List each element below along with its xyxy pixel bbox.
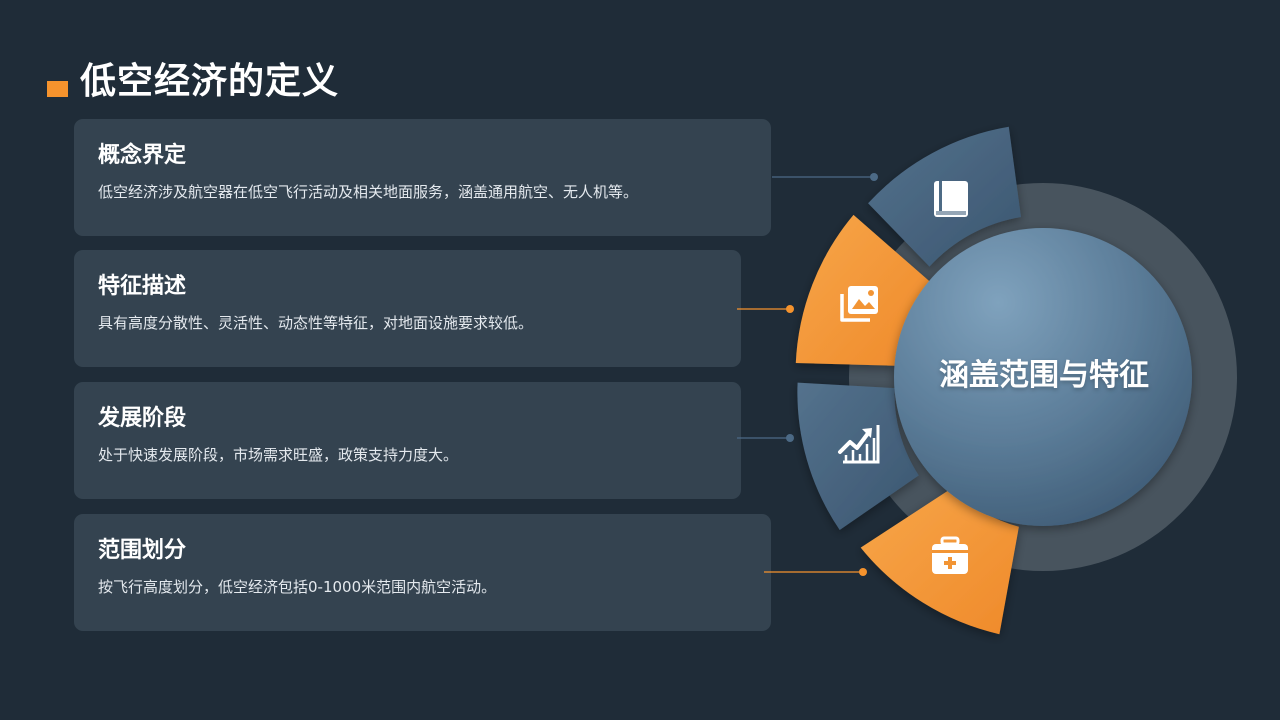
segment-upper-left: [795, 214, 930, 366]
book-icon: [934, 181, 968, 217]
page-title: 低空经济的定义: [80, 61, 340, 102]
growth-chart-icon: [838, 425, 880, 464]
connector-dot: [786, 305, 794, 313]
title-marker: [47, 81, 68, 97]
card-description: 按飞行高度划分，低空经济包括0-1000米范围内航空活动。: [98, 578, 497, 596]
card-title: 发展阶段: [98, 406, 187, 431]
connector-dot: [870, 173, 878, 181]
segment-top: [868, 126, 1021, 267]
card-title: 特征描述: [98, 274, 187, 299]
card-description: 处于快速发展阶段，市场需求旺盛，政策支持力度大。: [98, 446, 459, 464]
connector-dot: [786, 434, 794, 442]
card-title: 范围划分: [98, 538, 187, 563]
segment-lower-left: [797, 382, 919, 530]
card-stage: 发展阶段 处于快速发展阶段，市场需求旺盛，政策支持力度大。: [74, 382, 741, 499]
card-concept: 概念界定 低空经济涉及航空器在低空飞行活动及相关地面服务，涵盖通用航空、无人机等…: [74, 119, 771, 236]
toolbox-icon: [932, 536, 968, 574]
card-features: 特征描述 具有高度分散性、灵活性、动态性等特征，对地面设施要求较低。: [74, 250, 741, 367]
card-description: 低空经济涉及航空器在低空飞行活动及相关地面服务，涵盖通用航空、无人机等。: [98, 183, 639, 201]
card-title: 概念界定: [98, 143, 187, 168]
card-scope: 范围划分 按飞行高度划分，低空经济包括0-1000米范围内航空活动。: [74, 514, 771, 631]
segment-bottom: [860, 487, 1019, 635]
connector-dot: [859, 568, 867, 576]
card-description: 具有高度分散性、灵活性、动态性等特征，对地面设施要求较低。: [98, 314, 534, 332]
center-label: 涵盖范围与特征: [939, 358, 1149, 393]
gallery-icon: [840, 286, 878, 322]
